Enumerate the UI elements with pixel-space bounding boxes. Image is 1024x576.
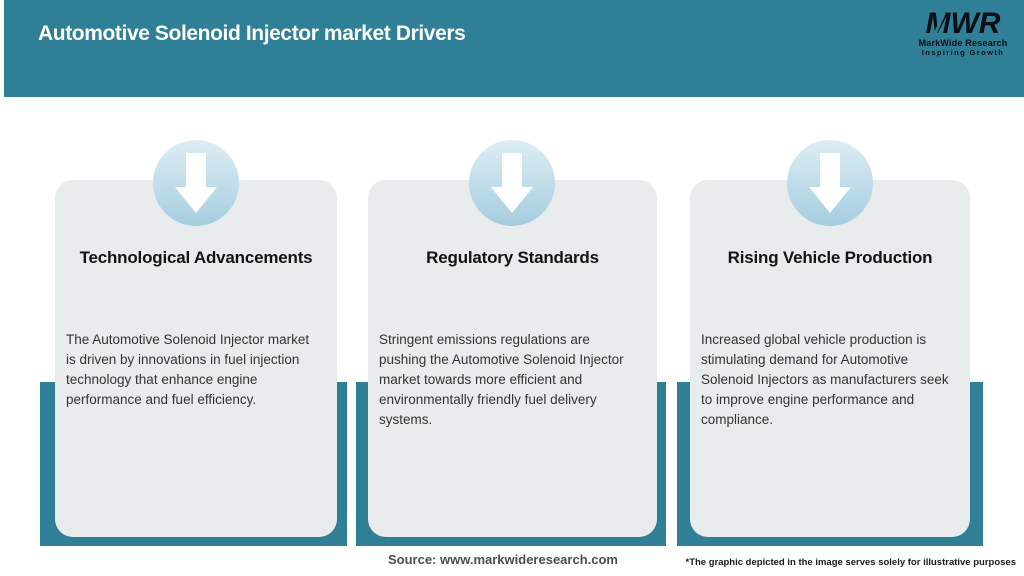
circle-badge-2 [469, 140, 555, 226]
circle-badge-3 [787, 140, 873, 226]
source-text: Source: www.markwideresearch.com [387, 552, 618, 567]
page-title: Automotive Solenoid Injector market Driv… [38, 22, 466, 45]
driver-card-rising-vehicle-production: Rising Vehicle Production Increased glob… [690, 180, 970, 537]
driver-card-technological-advancements: Technological Advancements The Automotiv… [55, 180, 337, 537]
down-arrow-icon [809, 153, 851, 213]
card-body: The Automotive Solenoid Injector market … [66, 332, 310, 407]
card-title: Regulatory Standards [426, 248, 599, 267]
logo-acronym: MWR [926, 9, 1001, 39]
header-band: Automotive Solenoid Injector market Driv… [4, 0, 1024, 97]
down-arrow-icon [175, 153, 217, 213]
card-title: Technological Advancements [79, 248, 313, 267]
card-title: Rising Vehicle Production [727, 248, 933, 267]
card-body: Increased global vehicle production is s… [701, 332, 949, 427]
disclaimer-text: *The graphic depicted in the image serve… [685, 557, 1017, 568]
markwide-research-logo: MWR MarkWide Research Inspiring Growth [918, 9, 1008, 58]
card-body: Stringent emissions regulations are push… [379, 332, 624, 427]
down-arrow-icon [491, 153, 533, 213]
logo-name: MarkWide Research [918, 38, 1008, 48]
logo-tagline: Inspiring Growth [921, 48, 1005, 57]
driver-card-regulatory-standards: Regulatory Standards Stringent emissions… [368, 180, 657, 537]
circle-badge-1 [153, 140, 239, 226]
